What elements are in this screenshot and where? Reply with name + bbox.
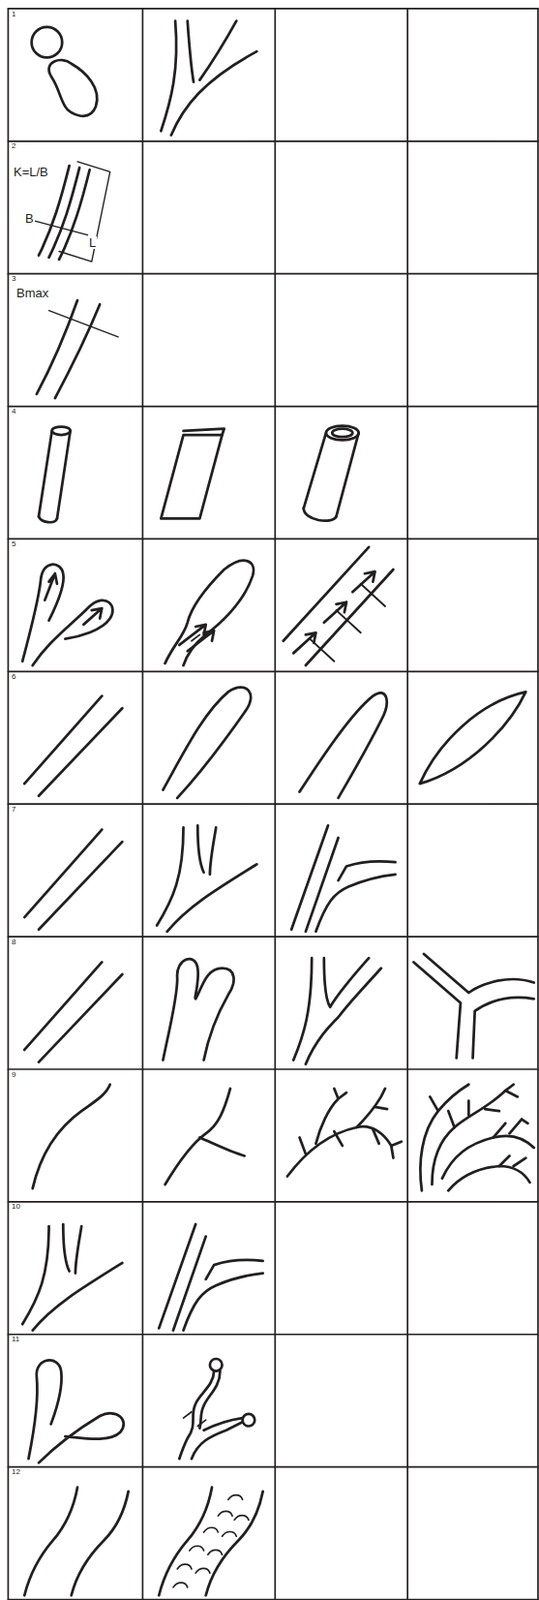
grid-line xyxy=(7,802,539,805)
grid-line xyxy=(7,1465,539,1468)
grid-line xyxy=(7,538,539,540)
row-number: 10 xyxy=(11,1201,21,1210)
row-number: 7 xyxy=(11,805,16,813)
row-number: 2 xyxy=(11,142,16,150)
grid-line xyxy=(7,669,539,672)
row-number: 4 xyxy=(11,407,16,416)
grid-line xyxy=(7,1067,539,1070)
row-number: 5 xyxy=(11,539,16,548)
row-number: 9 xyxy=(11,1070,16,1078)
row-number: 3 xyxy=(11,274,16,283)
row-number: 6 xyxy=(11,672,16,681)
dimension-label: B xyxy=(24,211,35,225)
formula-label: K=L/B xyxy=(12,165,50,179)
dimension-label: L xyxy=(88,236,97,249)
dimension-label: Bmax xyxy=(15,286,50,300)
grid-line xyxy=(7,140,539,143)
grid-line xyxy=(7,1332,539,1335)
row-number: 1 xyxy=(11,10,16,19)
grid-line xyxy=(7,1597,539,1599)
grid-line xyxy=(7,7,539,10)
grid-line xyxy=(7,405,539,408)
row-number: 11 xyxy=(11,1334,20,1343)
row-number: 12 xyxy=(11,1467,21,1475)
grid-line xyxy=(7,272,539,275)
grid-line xyxy=(7,1199,539,1202)
grid-line xyxy=(7,934,539,937)
row-number: 8 xyxy=(11,937,16,946)
